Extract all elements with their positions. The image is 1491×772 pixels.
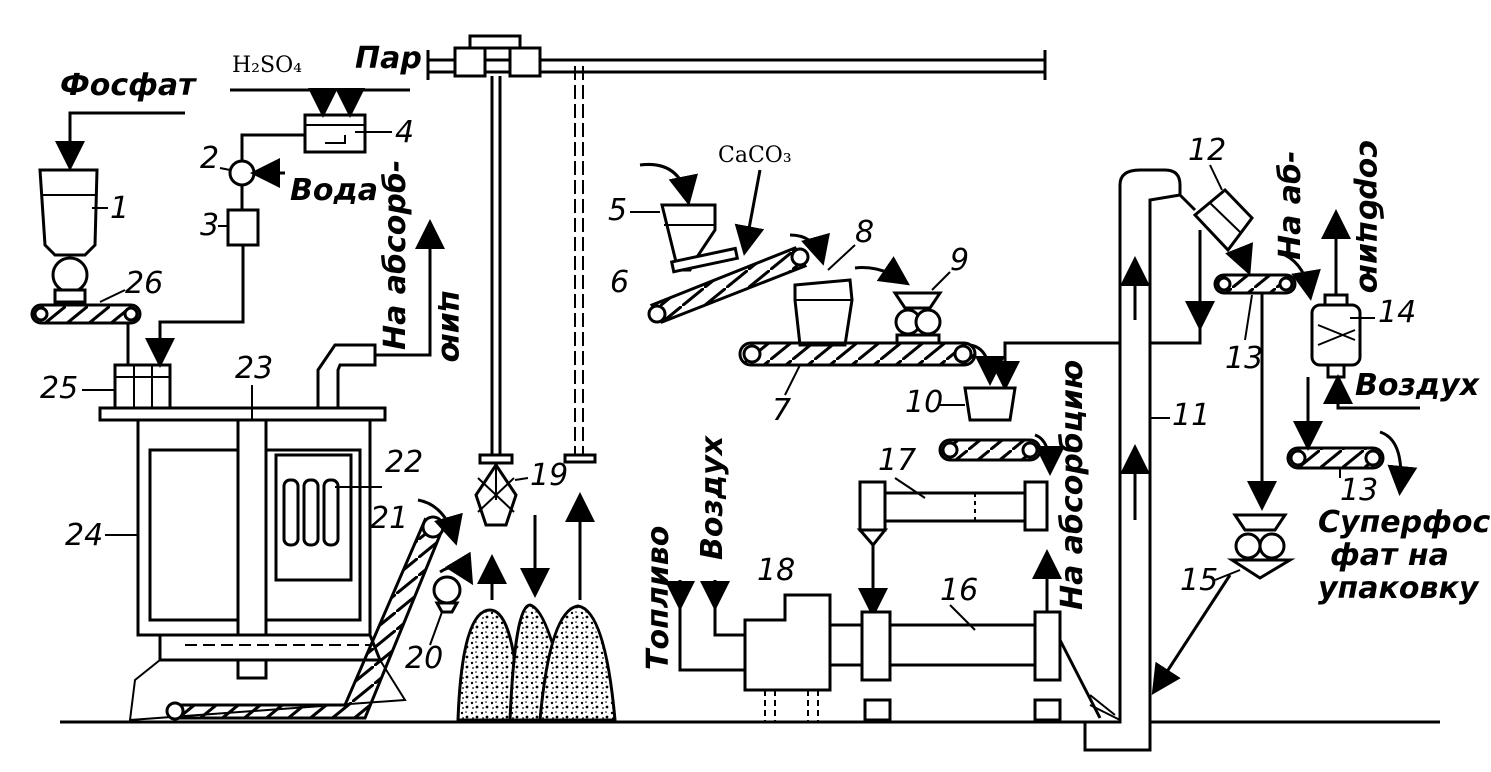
crane-grab-dashed (563, 66, 597, 464)
elevator-11 (1083, 168, 1182, 752)
label-absorption-1b: цию (434, 290, 469, 362)
conveyor-26 (30, 303, 142, 325)
drum-16 (828, 610, 1062, 722)
den-exhaust-duct (316, 343, 377, 410)
num-3: 3 (200, 208, 219, 243)
conveyor-13b (1286, 446, 1385, 470)
drum-17 (856, 480, 1049, 548)
arrow-fuel (678, 580, 745, 672)
fan-20 (432, 575, 462, 614)
num-13a: 13 (1225, 341, 1263, 376)
num-7: 7 (772, 393, 791, 428)
label-absorption-2: На аб- (1273, 151, 1308, 260)
num-4: 4 (395, 115, 414, 150)
num-23: 23 (235, 351, 273, 386)
label-air-1: Воздух (1355, 368, 1481, 403)
arrow-steam (335, 88, 410, 118)
label-absorption-3: На абсорбцию (1055, 360, 1090, 610)
label-acid: H₂SO₄ (232, 53, 302, 78)
num-14: 14 (1378, 295, 1416, 330)
arrow-7-10 (969, 343, 1005, 386)
arrow-20 (439, 551, 474, 586)
num-19: 19 (530, 458, 568, 493)
num-21: 21 (370, 501, 408, 536)
num-22: 22 (385, 445, 423, 480)
label-product-3: упаковку (1318, 571, 1480, 606)
num-17: 17 (878, 443, 916, 478)
crane-rail (426, 34, 1047, 80)
num-5: 5 (608, 193, 627, 228)
label-product-2: фат на (1330, 538, 1449, 573)
valve-2 (228, 159, 256, 187)
mixer-8 (793, 278, 854, 347)
num-13b: 13 (1340, 473, 1378, 508)
storage-piles (456, 603, 617, 722)
arrow-phosphate (55, 111, 185, 171)
label-phosphate: Фосфат (60, 68, 197, 103)
conveyor-under-10 (938, 438, 1042, 462)
label-absorption-2b: сорбцию (1352, 140, 1387, 293)
label-caco3: CaCO₃ (718, 143, 792, 168)
num-9: 9 (950, 243, 969, 278)
meter-3 (226, 208, 260, 247)
num-2: 2 (200, 141, 219, 176)
cyclone-14 (1310, 293, 1362, 379)
line-3-to-25 (145, 245, 245, 368)
num-24: 24 (65, 518, 103, 553)
conveyor-7 (738, 341, 977, 367)
arrow-absorption-1 (375, 219, 445, 357)
arrow-8-9 (854, 256, 910, 286)
screen-12 (1192, 187, 1254, 253)
conveyor-13a (1213, 273, 1297, 295)
arrow-13b-out (1379, 430, 1418, 496)
num-11: 11 (1172, 398, 1210, 433)
num-25: 25 (40, 371, 78, 406)
num-10: 10 (905, 385, 943, 420)
arrow-5 (639, 162, 698, 206)
num-26: 26 (125, 266, 163, 301)
arrow-12-13 (1225, 242, 1254, 276)
arrow-air (713, 580, 745, 637)
num-15: 15 (1180, 563, 1218, 598)
crane-grab-19 (474, 76, 518, 527)
num-6: 6 (610, 265, 629, 300)
arrow-13a-14 (1284, 253, 1321, 301)
arrow-caco3 (734, 169, 765, 256)
arrow-21 (417, 498, 463, 546)
label-product-1: Суперфос- (1318, 505, 1491, 540)
label-air-2: Воздух (695, 434, 730, 560)
num-16: 16 (940, 573, 978, 608)
line-15-to-11 (1151, 574, 1232, 696)
arrow-conveyor-10 (1034, 433, 1065, 476)
num-12: 12 (1188, 133, 1226, 168)
num-8: 8 (855, 215, 874, 250)
mill-15 (1226, 513, 1296, 580)
arrow-air-14 (1323, 374, 1420, 410)
furnace-18 (743, 593, 832, 722)
line-to-10 (990, 320, 1202, 391)
phosphate-hopper-1 (38, 168, 99, 304)
line-4-to-2 (240, 133, 305, 160)
num-1: 1 (110, 191, 129, 226)
label-steam: Пар (355, 41, 422, 76)
label-fuel: Топливо (641, 526, 676, 670)
arrow-6 (789, 232, 830, 266)
hopper-10 (963, 386, 1017, 422)
arrow-acid (230, 88, 338, 118)
acid-tank-4 (303, 113, 367, 154)
line-11-to-12 (1178, 193, 1197, 212)
label-water: Вода (290, 173, 378, 208)
mill-9 (892, 291, 943, 345)
line-16-to-11 (1058, 639, 1102, 719)
den-24 (98, 406, 407, 722)
hopper-5 (660, 203, 740, 274)
num-18: 18 (757, 553, 795, 588)
label-absorption-1: На абсорб- (378, 160, 413, 350)
num-20: 20 (405, 641, 443, 676)
mixer-25 (113, 323, 172, 412)
